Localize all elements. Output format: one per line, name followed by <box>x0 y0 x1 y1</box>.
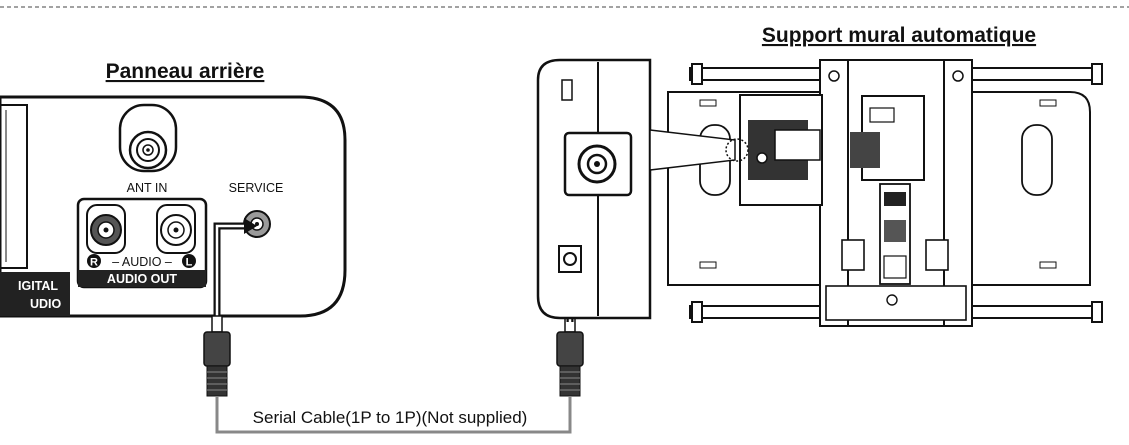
rear-panel-title: Panneau arrière <box>106 60 265 83</box>
audio-l-marker <box>182 254 196 268</box>
audio-r-marker <box>87 254 101 268</box>
audio-l-letter: L <box>186 257 193 269</box>
right-plug <box>556 315 584 397</box>
digital-audio-label-2: UDIO <box>30 297 62 311</box>
audio-out-label: AUDIO OUT <box>107 272 178 286</box>
wall-mount-device <box>536 58 1103 327</box>
digital-audio-label-1: IGITAL <box>18 279 58 293</box>
wall-mount-title: Support mural automatique <box>762 24 1036 47</box>
audio-r-jack <box>86 204 126 254</box>
ant-in-jack <box>118 103 178 173</box>
left-plug <box>203 315 231 397</box>
serial-cable <box>215 396 572 434</box>
service-label: SERVICE <box>229 181 284 195</box>
service-cable-arrow <box>213 218 257 322</box>
audio-l-jack <box>156 204 196 254</box>
audio-label: – AUDIO – <box>112 255 172 269</box>
ant-in-label: ANT IN <box>127 181 168 195</box>
audio-r-letter: R <box>90 257 98 269</box>
cable-label: Serial Cable(1P to 1P)(Not supplied) <box>253 408 528 427</box>
rear-panel: IGITAL UDIO ANT IN SERVICE <box>0 95 347 318</box>
